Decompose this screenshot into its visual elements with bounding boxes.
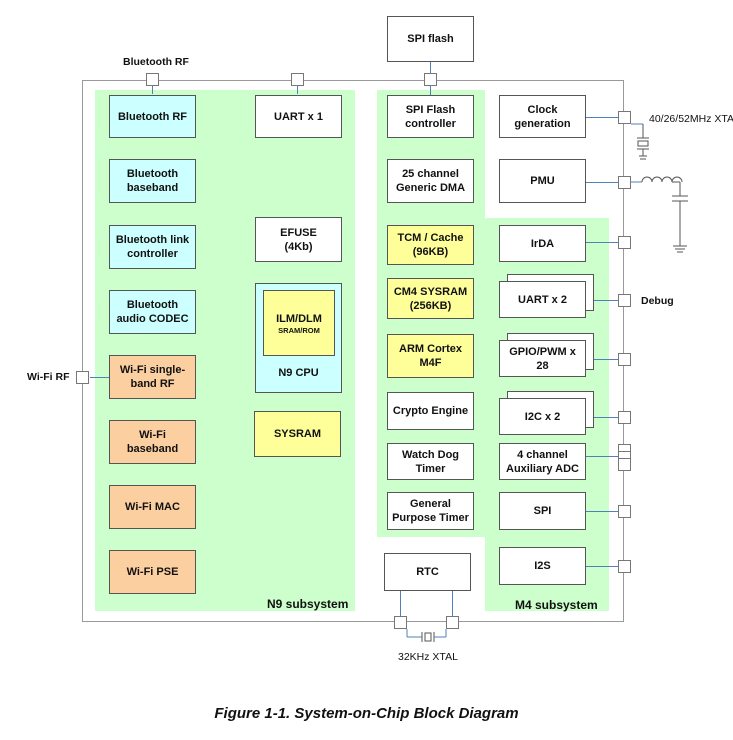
port-irda bbox=[618, 236, 631, 249]
block-uart-x2: UART x 2 bbox=[499, 281, 586, 318]
block-i2c-x2: I2C x 2 bbox=[499, 398, 586, 435]
block-crypto-engine: Crypto Engine bbox=[387, 392, 474, 430]
port-bluetooth-rf bbox=[146, 73, 159, 86]
port-rtc-right bbox=[446, 616, 459, 629]
port-wifi-rf bbox=[76, 371, 89, 384]
spi-flash-external: SPI flash bbox=[387, 16, 474, 62]
port-rtc-left bbox=[394, 616, 407, 629]
label-32k-xtal: 32KHz XTAL bbox=[398, 651, 458, 663]
port-i2c bbox=[618, 411, 631, 424]
crystal-icon bbox=[631, 123, 649, 160]
label-debug: Debug bbox=[641, 295, 674, 307]
port-adc-3 bbox=[618, 458, 631, 471]
block-arm-cortex-m4f: ARM Cortex M4F bbox=[387, 334, 474, 378]
inductor-icon bbox=[631, 176, 683, 196]
block-clock-generation: Clock generation bbox=[499, 95, 586, 138]
block-bluetooth-baseband: Bluetooth baseband bbox=[109, 159, 196, 203]
label-n9-subsystem: N9 subsystem bbox=[267, 597, 349, 611]
block-cm4-sysram: CM4 SYSRAM (256KB) bbox=[387, 278, 474, 319]
block-efuse: EFUSE (4Kb) bbox=[255, 217, 342, 262]
label-ilm-dlm: ILM/DLM bbox=[276, 312, 322, 325]
figure-caption: Figure 1-1. System-on-Chip Block Diagram bbox=[214, 705, 519, 722]
block-wifi-baseband: Wi-Fi baseband bbox=[109, 420, 196, 464]
block-wifi-pse: Wi-Fi PSE bbox=[109, 550, 196, 594]
port-uart-top bbox=[291, 73, 304, 86]
block-spi-flash-controller: SPI Flash controller bbox=[387, 95, 474, 138]
block-bluetooth-audio-codec: Bluetooth audio CODEC bbox=[109, 290, 196, 334]
label-n9-cpu: N9 CPU bbox=[278, 367, 319, 379]
block-wifi-mac: Wi-Fi MAC bbox=[109, 485, 196, 529]
port-pmu bbox=[618, 176, 631, 189]
port-clock bbox=[618, 111, 631, 124]
label-m4-subsystem: M4 subsystem bbox=[515, 598, 598, 612]
block-sysram: SYSRAM bbox=[254, 411, 341, 457]
label-wifi-rf: Wi-Fi RF bbox=[27, 371, 70, 383]
port-spi-flash bbox=[424, 73, 437, 86]
port-debug bbox=[618, 294, 631, 307]
block-auxiliary-adc: 4 channel Auxiliary ADC bbox=[499, 443, 586, 480]
block-rtc: RTC bbox=[384, 553, 471, 591]
label-xtal-freq: 40/26/52MHz XTA bbox=[649, 113, 733, 125]
label-sram-rom: SRAM/ROM bbox=[278, 325, 320, 335]
block-i2s: I2S bbox=[499, 547, 586, 585]
block-tcm-cache: TCM / Cache (96KB) bbox=[387, 225, 474, 265]
port-gpio bbox=[618, 353, 631, 366]
port-spi bbox=[618, 505, 631, 518]
block-spi: SPI bbox=[499, 492, 586, 530]
label-bluetooth-rf: Bluetooth RF bbox=[123, 56, 189, 68]
block-wifi-rf: Wi-Fi single- band RF bbox=[109, 355, 196, 399]
chip-outline bbox=[82, 80, 624, 622]
block-pmu: PMU bbox=[499, 159, 586, 203]
crystal-32k-icon bbox=[406, 629, 447, 642]
block-gpio-pwm: GPIO/PWM x 28 bbox=[499, 340, 586, 377]
block-general-purpose-timer: General Purpose Timer bbox=[387, 492, 474, 530]
block-generic-dma: 25 channel Generic DMA bbox=[387, 159, 474, 203]
block-uart-x1: UART x 1 bbox=[255, 95, 342, 138]
block-irda: IrDA bbox=[499, 225, 586, 262]
capacitor-icon bbox=[672, 195, 688, 253]
block-bluetooth-rf: Bluetooth RF bbox=[109, 95, 196, 138]
block-watchdog-timer: Watch Dog Timer bbox=[387, 443, 474, 480]
port-i2s bbox=[618, 560, 631, 573]
block-ilm-dlm: ILM/DLM SRAM/ROM bbox=[263, 290, 335, 356]
block-bluetooth-link-controller: Bluetooth link controller bbox=[109, 225, 196, 269]
